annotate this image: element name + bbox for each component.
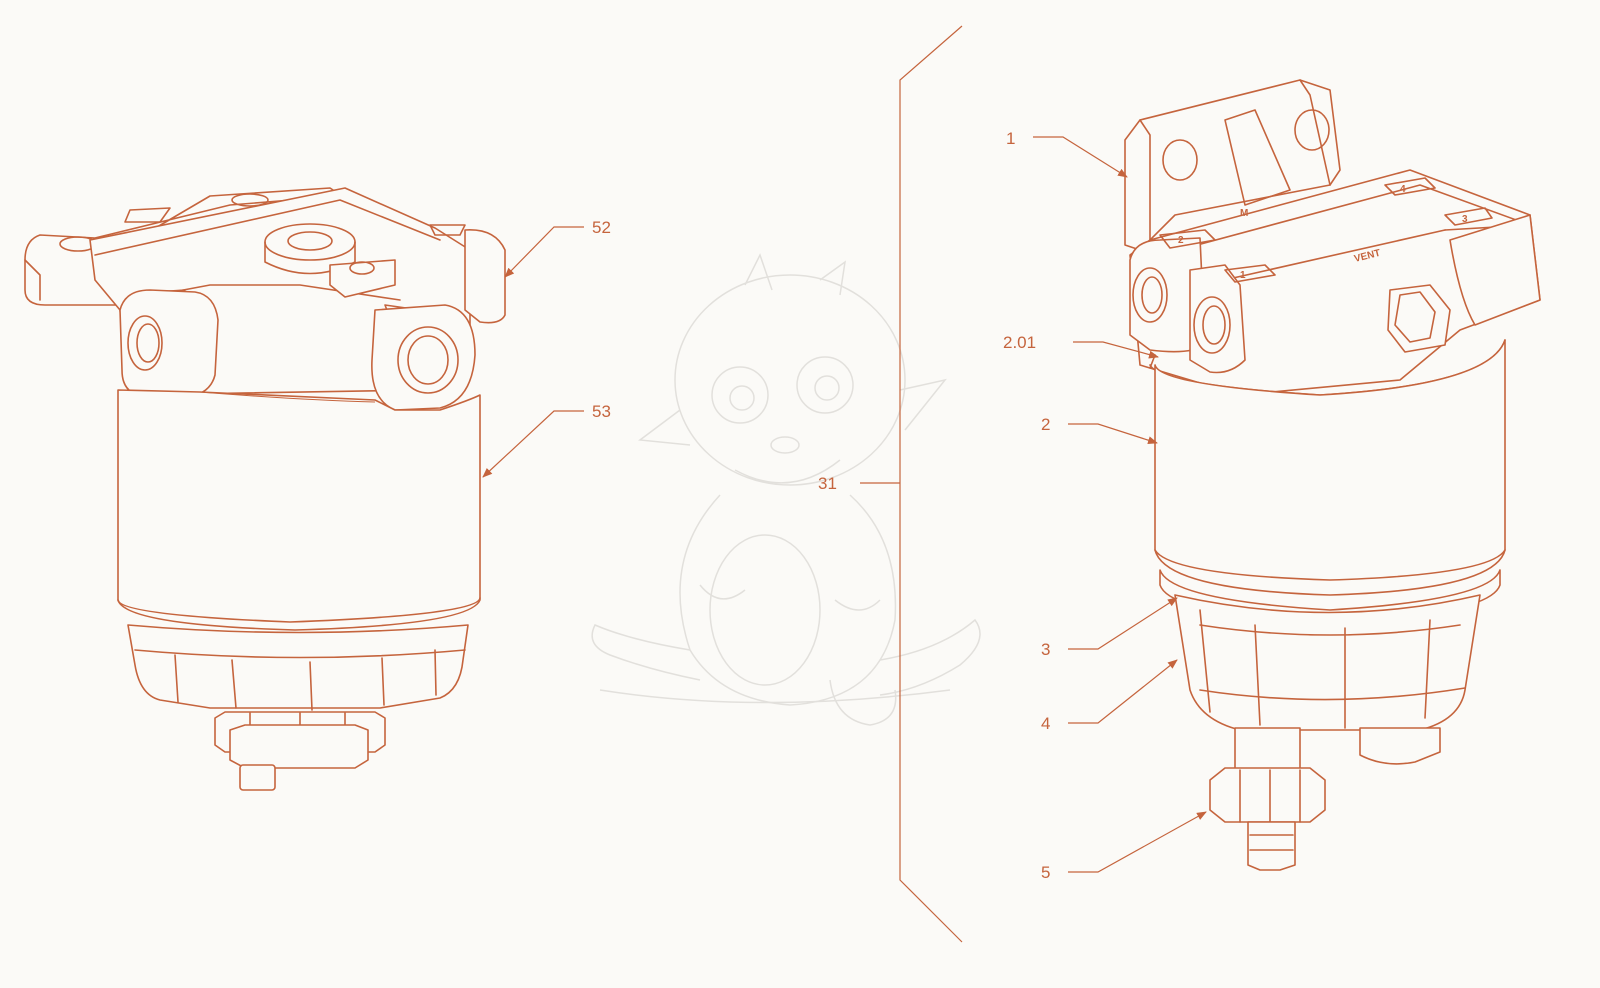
right-filter-assembly: 2 1 4 3 M VENT <box>1124 79 1541 871</box>
callout-4: 4 <box>1041 714 1050 733</box>
baby-dragon-icon <box>591 253 981 726</box>
callout-5: 5 <box>1041 863 1050 882</box>
left-filter-assembly <box>24 187 506 791</box>
callout-52: 52 <box>592 218 611 237</box>
port-4-marking: 4 <box>1400 184 1406 195</box>
port-2-marking: 2 <box>1178 235 1184 246</box>
port-1-marking: 1 <box>1240 270 1246 281</box>
view-separator <box>860 25 963 943</box>
callout-53: 53 <box>592 402 611 421</box>
port-3-marking: 3 <box>1462 214 1468 225</box>
callout-31: 31 <box>818 474 837 493</box>
callout-2: 2 <box>1041 415 1050 434</box>
callout-leaders <box>482 136 1207 873</box>
callout-labels: 52 53 31 1 2.01 2 3 4 5 <box>592 129 1050 882</box>
callout-1: 1 <box>1006 129 1015 148</box>
callout-2-01: 2.01 <box>1003 333 1036 352</box>
callout-3: 3 <box>1041 640 1050 659</box>
port-m-marking: M <box>1240 208 1248 219</box>
